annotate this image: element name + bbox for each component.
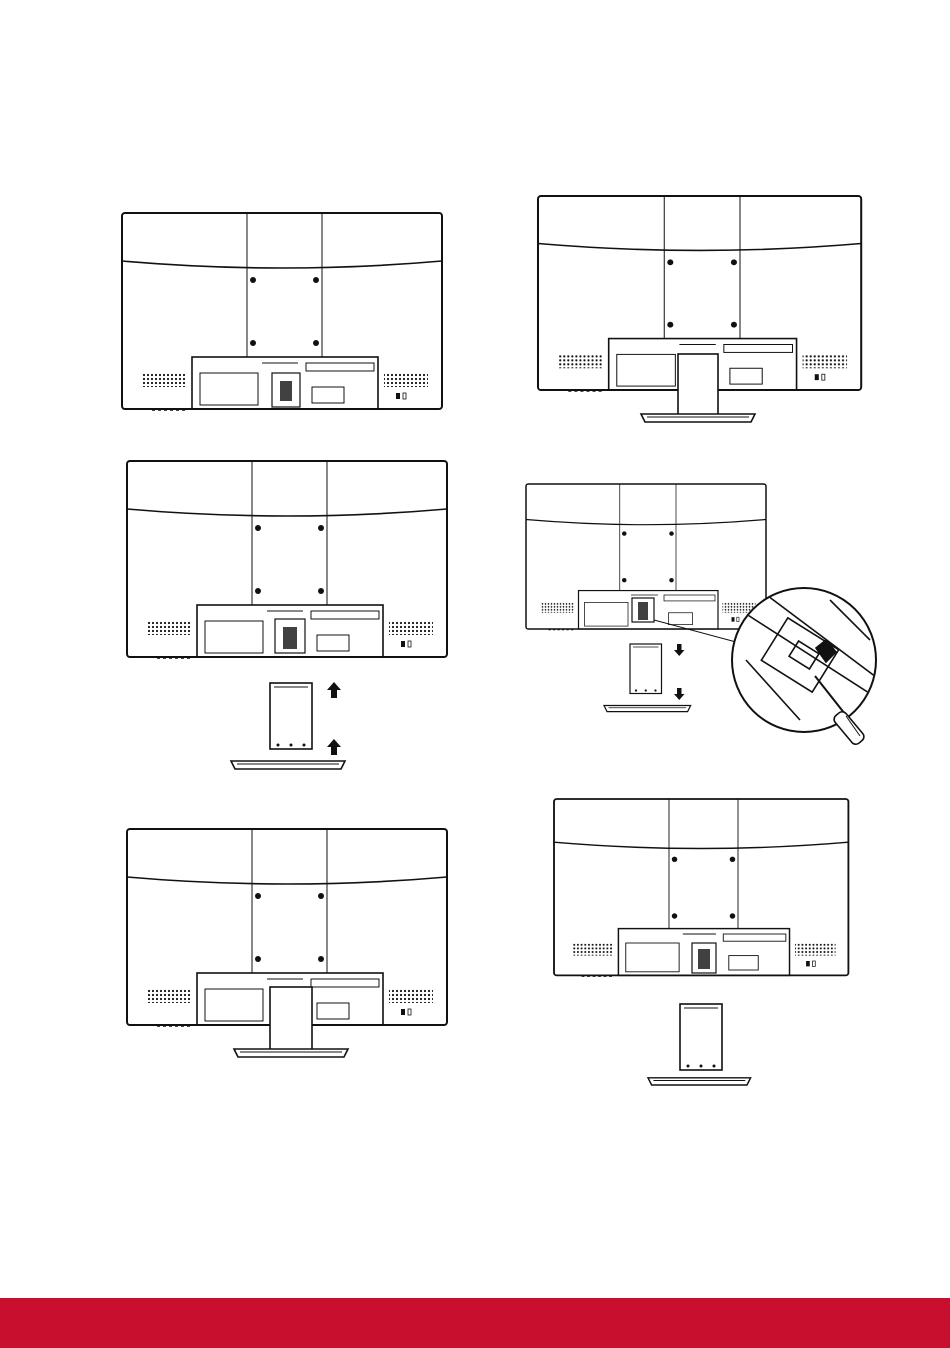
monitor-back <box>122 213 442 410</box>
stand-neck <box>270 987 312 1051</box>
figure-monitor-with-stand-removed <box>554 799 848 1085</box>
stand-neck <box>678 354 718 416</box>
magnified-latch <box>732 588 880 732</box>
down-arrow-icon <box>674 644 685 656</box>
stand-neck <box>270 683 312 749</box>
stand-base <box>604 706 691 712</box>
stand-base <box>234 1049 348 1057</box>
stand-neck <box>680 1004 722 1070</box>
stand-base <box>648 1078 751 1085</box>
figure-monitor-back-no-stand <box>122 213 442 410</box>
up-arrow-icon <box>327 682 341 698</box>
down-arrow-icon <box>674 688 685 700</box>
stand-base <box>641 414 755 422</box>
figure-monitor-with-stand-attached <box>127 829 447 1057</box>
stand-base <box>231 761 345 769</box>
figure-detach-with-screwdriver <box>526 484 766 712</box>
illustration-canvas <box>0 0 950 1298</box>
footer-bar <box>0 1298 950 1348</box>
up-arrow-icon <box>327 739 341 755</box>
figure-attach-neck-and-base <box>127 461 447 769</box>
stand-neck <box>630 644 662 694</box>
figure-monitor-back-with-stand <box>538 196 861 422</box>
